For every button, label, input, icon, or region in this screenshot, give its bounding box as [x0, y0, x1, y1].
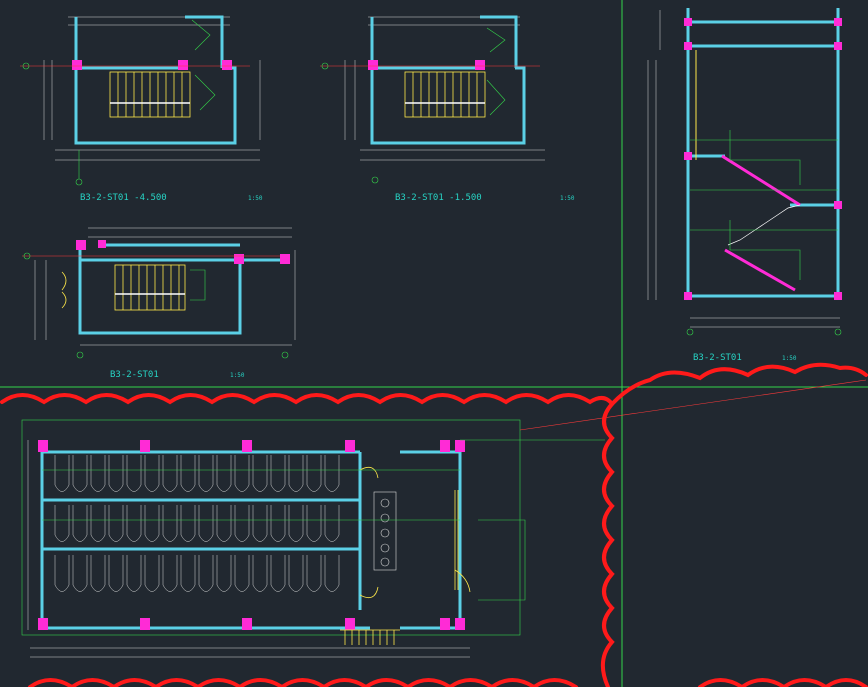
toilet-stalls [54, 455, 340, 592]
drawing-label: B3-2-ST01 -1.500 [395, 193, 482, 203]
drawing-label: B3-2-ST01 -4.500 [80, 193, 167, 203]
drawing-scale: 1:50 [230, 372, 245, 379]
drawing-label: B3-2-ST01 [693, 353, 742, 363]
plan-minus-1500[interactable]: B3-2-ST01 -1.500 1:50 [320, 15, 575, 203]
revision-cloud [0, 362, 868, 687]
plan-level-1[interactable]: B3-2-ST01 1:50 [22, 227, 296, 380]
toilet-plan[interactable] [21, 379, 867, 658]
section[interactable]: B3-2-ST01 1:50 [647, 8, 842, 363]
drawing-label: B3-2-ST01 [110, 370, 159, 380]
plan-minus-4500[interactable]: B3-2-ST01 -4.500 1:50 [20, 15, 263, 203]
drawing-scale: 1:50 [248, 195, 263, 202]
drawing-scale: 1:50 [560, 195, 575, 202]
drawing-scale: 1:50 [782, 355, 797, 362]
